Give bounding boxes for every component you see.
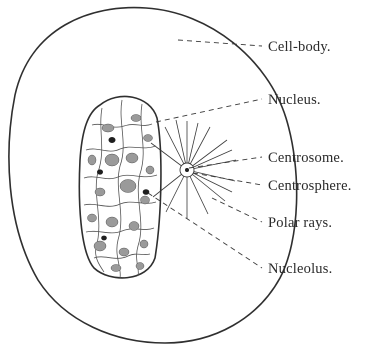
leader-polar-rays [212, 198, 262, 222]
label-cell-body: Cell-body. [268, 39, 331, 55]
leader-nucleolus [148, 193, 262, 268]
leader-centrosome [189, 157, 262, 168]
label-nucleus: Nucleus. [268, 92, 321, 108]
label-nucleolus: Nucleolus. [268, 261, 332, 277]
leader-cell-body [178, 40, 262, 46]
centrosome [185, 168, 189, 172]
label-centrosphere: Centrosphere. [268, 178, 352, 194]
leader-nucleus [156, 99, 262, 122]
label-centrosome: Centrosome. [268, 150, 344, 166]
cell-body-outline [9, 8, 297, 343]
nucleus [79, 96, 161, 278]
labels: Cell-body. Nucleus. Centrosome. Centrosp… [268, 39, 352, 277]
label-polar-rays: Polar rays. [268, 215, 332, 231]
